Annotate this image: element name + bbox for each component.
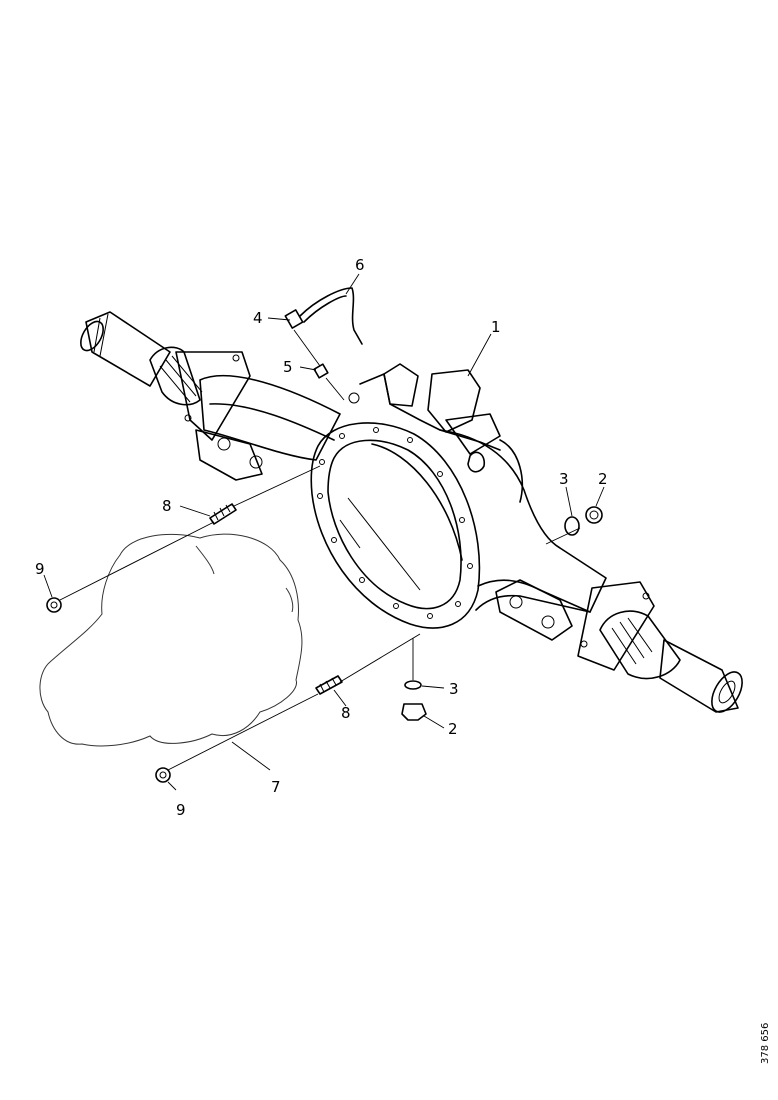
label-part-6: 6	[355, 256, 365, 274]
washer-bottom	[404, 680, 422, 690]
right-axle-shaft	[659, 639, 743, 713]
label-part-8-lower: 8	[341, 704, 351, 722]
banjo-ring	[310, 422, 481, 629]
nut-bottom	[401, 703, 427, 721]
label-part-8-upper: 8	[162, 497, 172, 515]
right-housing-arm	[439, 429, 607, 641]
washer-right	[564, 516, 580, 536]
label-part-2-right: 2	[598, 470, 608, 488]
label-part-7: 7	[271, 778, 281, 796]
differential-carrier-outline	[39, 533, 303, 747]
top-bracket	[348, 363, 501, 473]
stud-lower	[315, 675, 343, 695]
label-part-3-right: 3	[559, 470, 569, 488]
label-part-1: 1	[491, 318, 501, 336]
right-brake-hub	[577, 581, 681, 680]
reference-number: 378 656	[760, 1023, 771, 1064]
nut-right	[585, 506, 603, 524]
left-housing-arm	[195, 374, 341, 481]
left-axle-shaft	[80, 311, 171, 387]
label-part-5: 5	[283, 358, 293, 376]
breather-valve	[284, 309, 329, 379]
label-part-9-lower: 9	[176, 801, 186, 819]
leader-lines	[43, 273, 605, 791]
nut-lower	[155, 767, 171, 783]
label-part-9-left: 9	[35, 560, 45, 578]
nut-left	[46, 597, 62, 613]
breather-pipe	[299, 287, 363, 345]
label-part-4: 4	[253, 309, 263, 327]
left-brake-hub	[149, 346, 251, 441]
label-part-3-bottom: 3	[449, 680, 459, 698]
ring-bolt-holes	[317, 427, 473, 619]
label-part-2-bottom: 2	[448, 720, 458, 738]
stud-left	[209, 503, 237, 525]
